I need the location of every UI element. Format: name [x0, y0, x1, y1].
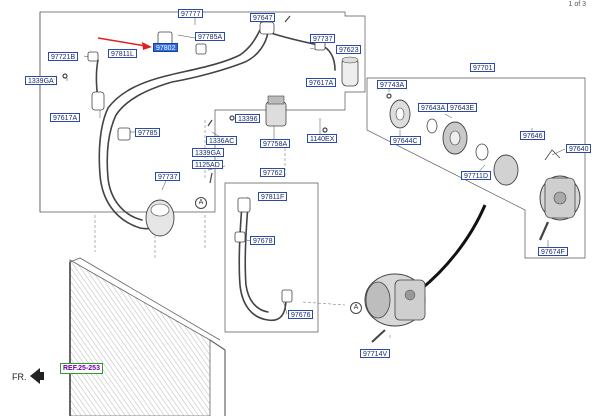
part-callout-97643e[interactable]: 97643E	[447, 103, 478, 112]
clutch-pulley	[389, 99, 519, 186]
part-callout-1140ex[interactable]: 1140EX	[307, 134, 338, 143]
front-label: FR.	[12, 372, 27, 382]
part-callout-1339ga-left[interactable]: 1339GA	[25, 76, 57, 85]
part-callout-97714v[interactable]: 97714V	[360, 349, 391, 358]
part-callout-97777[interactable]: 97777	[178, 9, 204, 18]
muffler	[145, 199, 175, 237]
part-callout-97743a[interactable]: 97743A	[377, 80, 408, 89]
reference-link[interactable]: REF.25-253	[60, 363, 103, 374]
highlight-arrow	[97, 37, 152, 50]
part-callout-97676[interactable]: 97676	[288, 310, 314, 319]
part-callout-97711d[interactable]: 97711D	[461, 171, 492, 180]
part-callout-97701[interactable]: 97701	[470, 63, 496, 72]
part-callout-1336ac[interactable]: 1336AC	[206, 136, 238, 145]
part-callout-97646[interactable]: 97646	[520, 131, 546, 140]
part-callout-97643a[interactable]: 97643A	[418, 103, 449, 112]
condenser	[69, 257, 226, 416]
part-callout-97674f[interactable]: 97674F	[538, 247, 568, 256]
part-callout-97737-left[interactable]: 97737	[155, 172, 181, 181]
part-callout-97785a[interactable]: 97785A	[195, 32, 226, 41]
part-callout-97617a-right[interactable]: 97617A	[306, 78, 337, 87]
part-callout-97785[interactable]: 97785	[135, 128, 161, 137]
bolts	[62, 15, 392, 184]
part-callout-97678[interactable]: 97678	[250, 236, 276, 245]
part-callout-1339ga-mid[interactable]: 1339GA	[192, 148, 224, 157]
part-callout-97811f[interactable]: 97811F	[258, 192, 288, 201]
compressor-main	[364, 273, 426, 343]
compressor-body	[538, 149, 581, 241]
right-assembly-frame	[366, 77, 586, 259]
part-callout-97762[interactable]: 97762	[260, 168, 286, 177]
ac-hose-lines	[95, 29, 336, 322]
part-callout-97644c[interactable]: 97644C	[390, 136, 421, 145]
part-callout-13396[interactable]: 13396	[235, 114, 261, 123]
ref-marker-a-upper: A	[195, 197, 207, 209]
part-callout-97737-top[interactable]: 97737	[310, 34, 336, 43]
part-callout-97617a-left[interactable]: 97617A	[50, 113, 81, 122]
lower-assembly-frame	[224, 182, 319, 333]
hose-fittings	[87, 21, 326, 303]
part-callout-1125ad[interactable]: 1125AD	[192, 160, 223, 169]
part-callout-97623[interactable]: 97623	[336, 45, 362, 54]
part-callout-97647[interactable]: 97647	[250, 13, 276, 22]
pressure-transducer	[265, 95, 287, 127]
part-callout-97811l[interactable]: 97811L	[108, 49, 137, 58]
compressor-pointer	[419, 204, 487, 292]
ref-marker-a-lower: A	[350, 302, 362, 314]
part-callout-97758a[interactable]: 97758A	[260, 139, 291, 148]
front-arrow-icon	[30, 368, 44, 384]
part-callout-97802[interactable]: 97802	[153, 43, 179, 52]
callout-leaders	[66, 17, 566, 315]
part-callout-97640[interactable]: 97640	[566, 144, 592, 153]
page-indicator: 1 of 3	[568, 1, 586, 8]
receiver-drier	[341, 56, 359, 87]
part-callout-97721b[interactable]: 97721B	[48, 52, 79, 61]
